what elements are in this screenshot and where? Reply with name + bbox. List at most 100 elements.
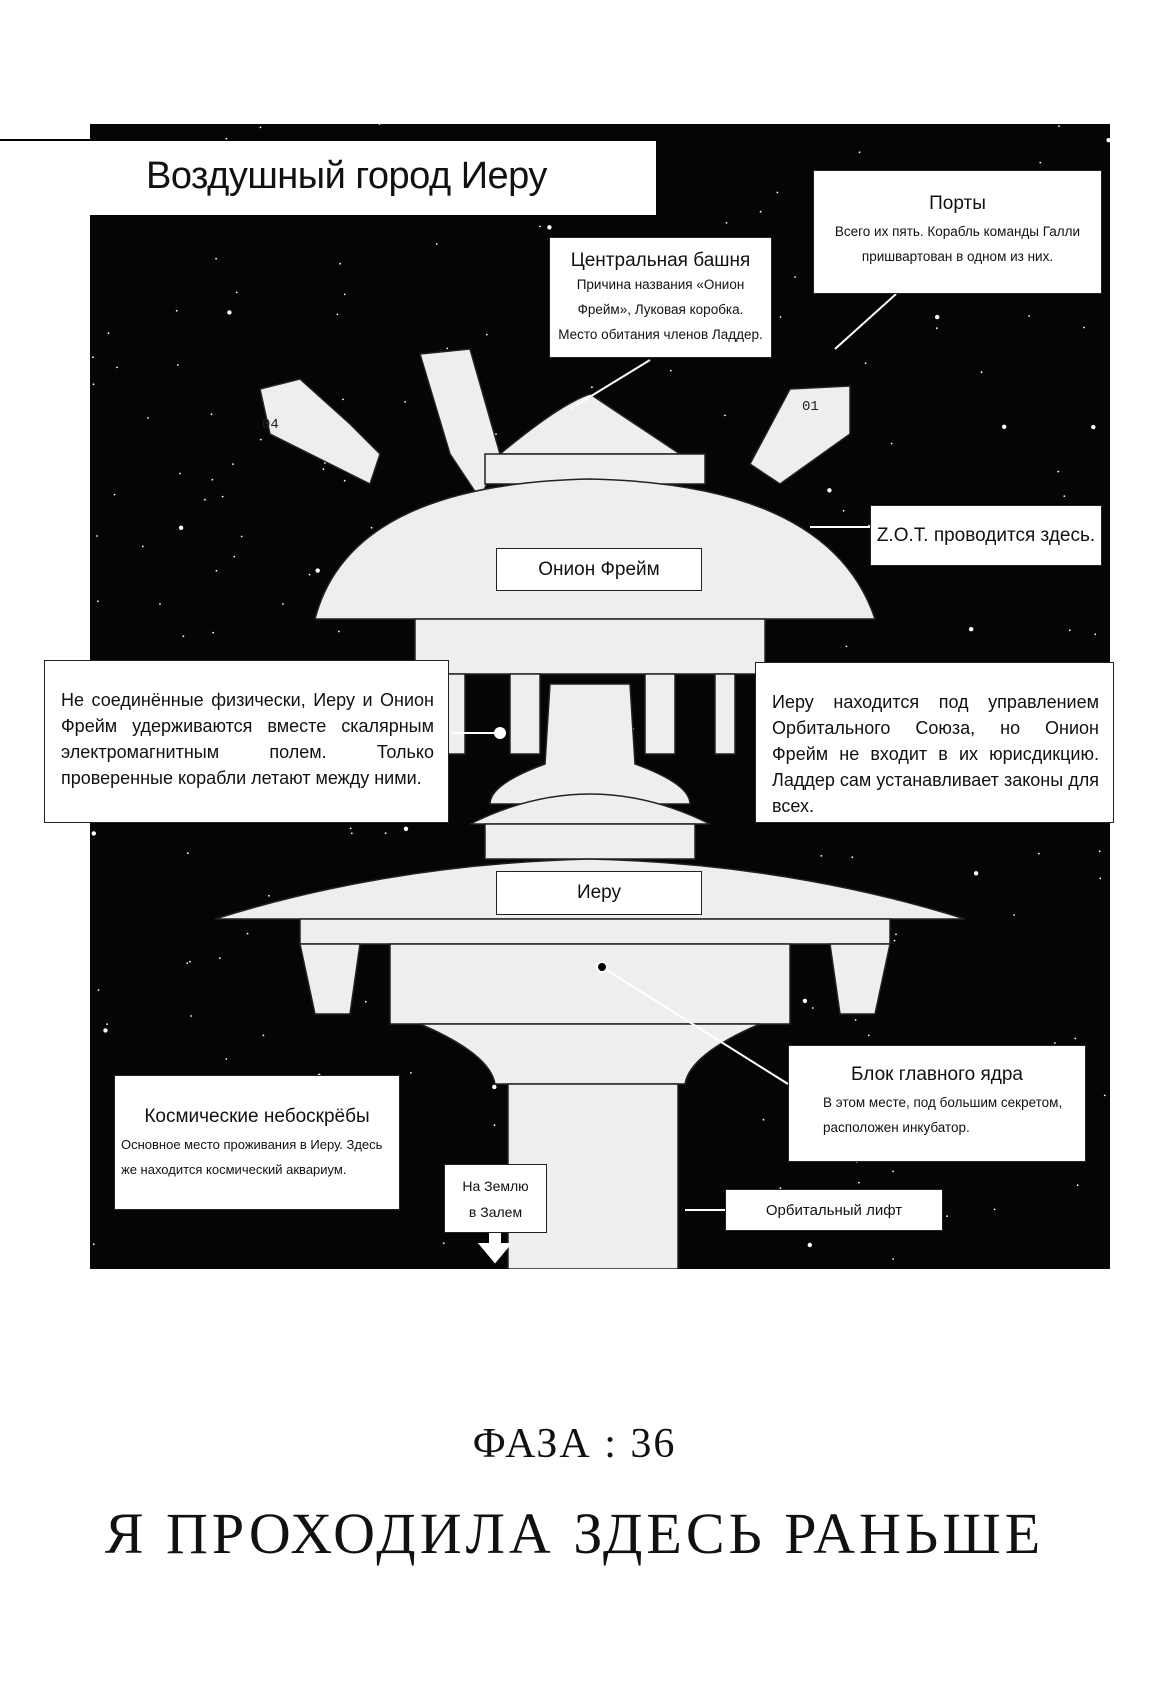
star <box>186 962 189 964</box>
star <box>235 291 238 294</box>
core-block-caption: Блок главного ядра В этом месте, под бол… <box>788 1045 1086 1162</box>
star <box>1098 850 1101 853</box>
line: Место обитания членов Ладдер. <box>558 327 763 342</box>
star <box>116 366 118 369</box>
line: Всего их пять. Корабль команды Галли <box>834 224 1081 239</box>
star <box>759 210 762 213</box>
star <box>384 832 387 835</box>
star <box>179 472 181 475</box>
star <box>403 826 409 831</box>
star <box>1099 877 1102 880</box>
star <box>215 257 217 260</box>
star <box>807 1242 812 1248</box>
star <box>539 225 541 228</box>
star <box>141 545 144 548</box>
star <box>820 855 823 857</box>
star <box>227 310 232 315</box>
star <box>725 222 728 224</box>
star <box>1083 326 1085 329</box>
star <box>1063 495 1066 497</box>
star <box>92 383 95 386</box>
star <box>186 852 189 855</box>
star <box>259 126 262 129</box>
star <box>410 1072 412 1074</box>
star <box>946 1215 948 1218</box>
star <box>547 225 552 230</box>
star <box>324 462 326 464</box>
orbital-lift-caption: Орбитальный лифт <box>725 1189 943 1231</box>
star <box>378 124 381 125</box>
star <box>779 316 782 318</box>
star <box>892 1170 894 1173</box>
onion-frame-label: Онион Фрейм <box>496 548 702 591</box>
line: Фрейм», Луковая коробка. <box>577 302 744 317</box>
port-04 <box>259 378 381 486</box>
star <box>91 831 96 836</box>
star <box>210 413 213 416</box>
chapter-title: Я ПРОХОДИЛА ЗДЕСЬ РАНЬШЕ <box>104 1501 1045 1566</box>
core-block-text: В этом месте, под большим секретом,распо… <box>789 1090 1085 1140</box>
zot-caption: Z.O.T. проводится здесь. <box>870 505 1102 566</box>
star <box>591 386 593 389</box>
to-earth-caption: На Землю в Залем <box>444 1164 547 1233</box>
port-number: 01 <box>802 399 819 415</box>
central-tower-dome <box>497 393 683 455</box>
star <box>343 479 346 482</box>
star <box>776 191 779 194</box>
star <box>215 569 218 572</box>
star <box>1002 424 1007 429</box>
star <box>225 1058 228 1060</box>
star <box>1103 1094 1106 1097</box>
star <box>147 417 149 419</box>
star <box>106 1023 108 1026</box>
star <box>1074 1037 1077 1040</box>
ports-caption: Порты Всего их пять. Корабль команды Гал… <box>813 170 1102 294</box>
star <box>315 568 320 573</box>
star <box>92 356 94 359</box>
star <box>1054 1042 1056 1044</box>
core-block-heading: Блок главного ядра <box>851 1064 1023 1085</box>
star <box>246 932 249 935</box>
star <box>370 526 373 529</box>
star <box>308 573 311 576</box>
star <box>92 1243 95 1246</box>
ports-heading: Порты <box>929 193 986 214</box>
space-station-drawing: 04 01 <box>90 124 1110 1269</box>
line: На Землю <box>462 1178 529 1194</box>
star <box>1057 470 1060 473</box>
star <box>492 1084 497 1090</box>
star <box>204 498 206 501</box>
star <box>446 347 449 350</box>
star <box>342 398 344 401</box>
star <box>854 1019 857 1021</box>
star <box>1039 161 1042 164</box>
skyscrapers-heading: Космические небоскрёбы <box>144 1106 370 1127</box>
star <box>669 369 672 372</box>
central-tower-heading: Центральная башня <box>570 250 751 271</box>
star <box>113 493 116 496</box>
star <box>176 364 179 366</box>
star <box>1013 914 1015 916</box>
star <box>97 989 100 991</box>
star <box>322 468 325 471</box>
star <box>1058 125 1060 127</box>
star <box>1028 315 1030 317</box>
star <box>240 535 243 538</box>
star <box>858 151 861 154</box>
star <box>495 433 497 435</box>
star <box>893 939 896 942</box>
star <box>779 1187 782 1189</box>
star <box>178 525 184 530</box>
star <box>336 313 339 316</box>
skyscrapers-caption: Космические небоскрёбы Основное место пр… <box>114 1075 400 1210</box>
star <box>218 957 221 959</box>
left-note: Не соединённые физически, Иеру и Онион Ф… <box>44 660 449 823</box>
star <box>233 555 236 558</box>
line: в Залем <box>468 1204 523 1220</box>
line: В этом месте, под большим секретом, <box>823 1095 1063 1110</box>
star <box>842 509 845 512</box>
star <box>980 371 983 374</box>
star <box>485 333 488 336</box>
